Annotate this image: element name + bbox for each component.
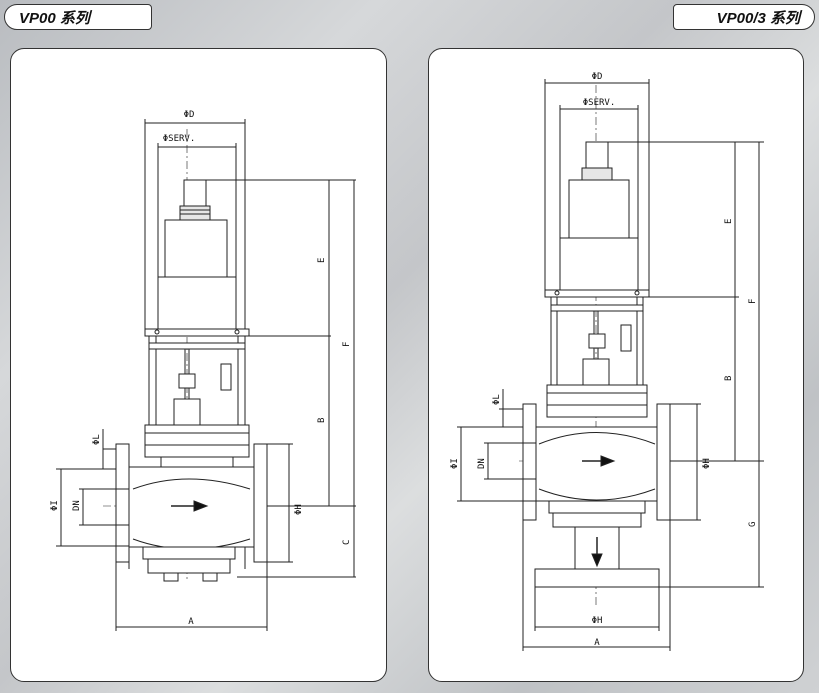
dim-phi-i: ΦI xyxy=(50,500,60,511)
dim-e: E xyxy=(317,258,327,263)
dim-a: A xyxy=(188,617,194,627)
vp00-3-valve-drawing: ΦD ΦSERV. E F B G ΦL ΦI DN ΦH ΦH A xyxy=(450,72,764,651)
vp00-3-drawing-panel: ΦD ΦSERV. E F B G ΦL ΦI DN ΦH ΦH A xyxy=(428,48,804,682)
dim-g: G xyxy=(748,522,758,527)
dim-phi-h-bottom: ΦH xyxy=(592,616,603,626)
dim-b: B xyxy=(317,418,327,423)
dim-b: B xyxy=(724,376,734,381)
vp00-drawing-panel: ΦD ΦSERV. E F B C ΦL ΦI DN ΦH A xyxy=(10,48,387,682)
dim-phi-i: ΦI xyxy=(450,458,460,469)
dim-phi-l: ΦL xyxy=(92,434,102,445)
vp00-valve-drawing: ΦD ΦSERV. E F B C ΦL ΦI DN ΦH A xyxy=(50,110,356,631)
dim-a: A xyxy=(594,638,600,648)
dim-e: E xyxy=(724,219,734,224)
dim-dn: DN xyxy=(477,458,487,469)
dim-f: F xyxy=(748,299,758,304)
dim-phi-l: ΦL xyxy=(492,394,502,405)
dim-f: F xyxy=(342,342,352,347)
dim-dn: DN xyxy=(72,500,82,511)
dim-phi-serv: ΦSERV. xyxy=(163,134,196,144)
series-title-right: VP00/3 系列 xyxy=(673,4,815,30)
dim-phi-d: ΦD xyxy=(592,72,603,82)
dim-c: C xyxy=(342,540,352,545)
dim-phi-serv: ΦSERV. xyxy=(583,98,616,108)
dim-phi-h-side: ΦH xyxy=(702,458,712,469)
dim-phi-h: ΦH xyxy=(294,504,304,515)
series-title-left: VP00 系列 xyxy=(4,4,152,30)
dim-phi-d: ΦD xyxy=(184,110,195,120)
